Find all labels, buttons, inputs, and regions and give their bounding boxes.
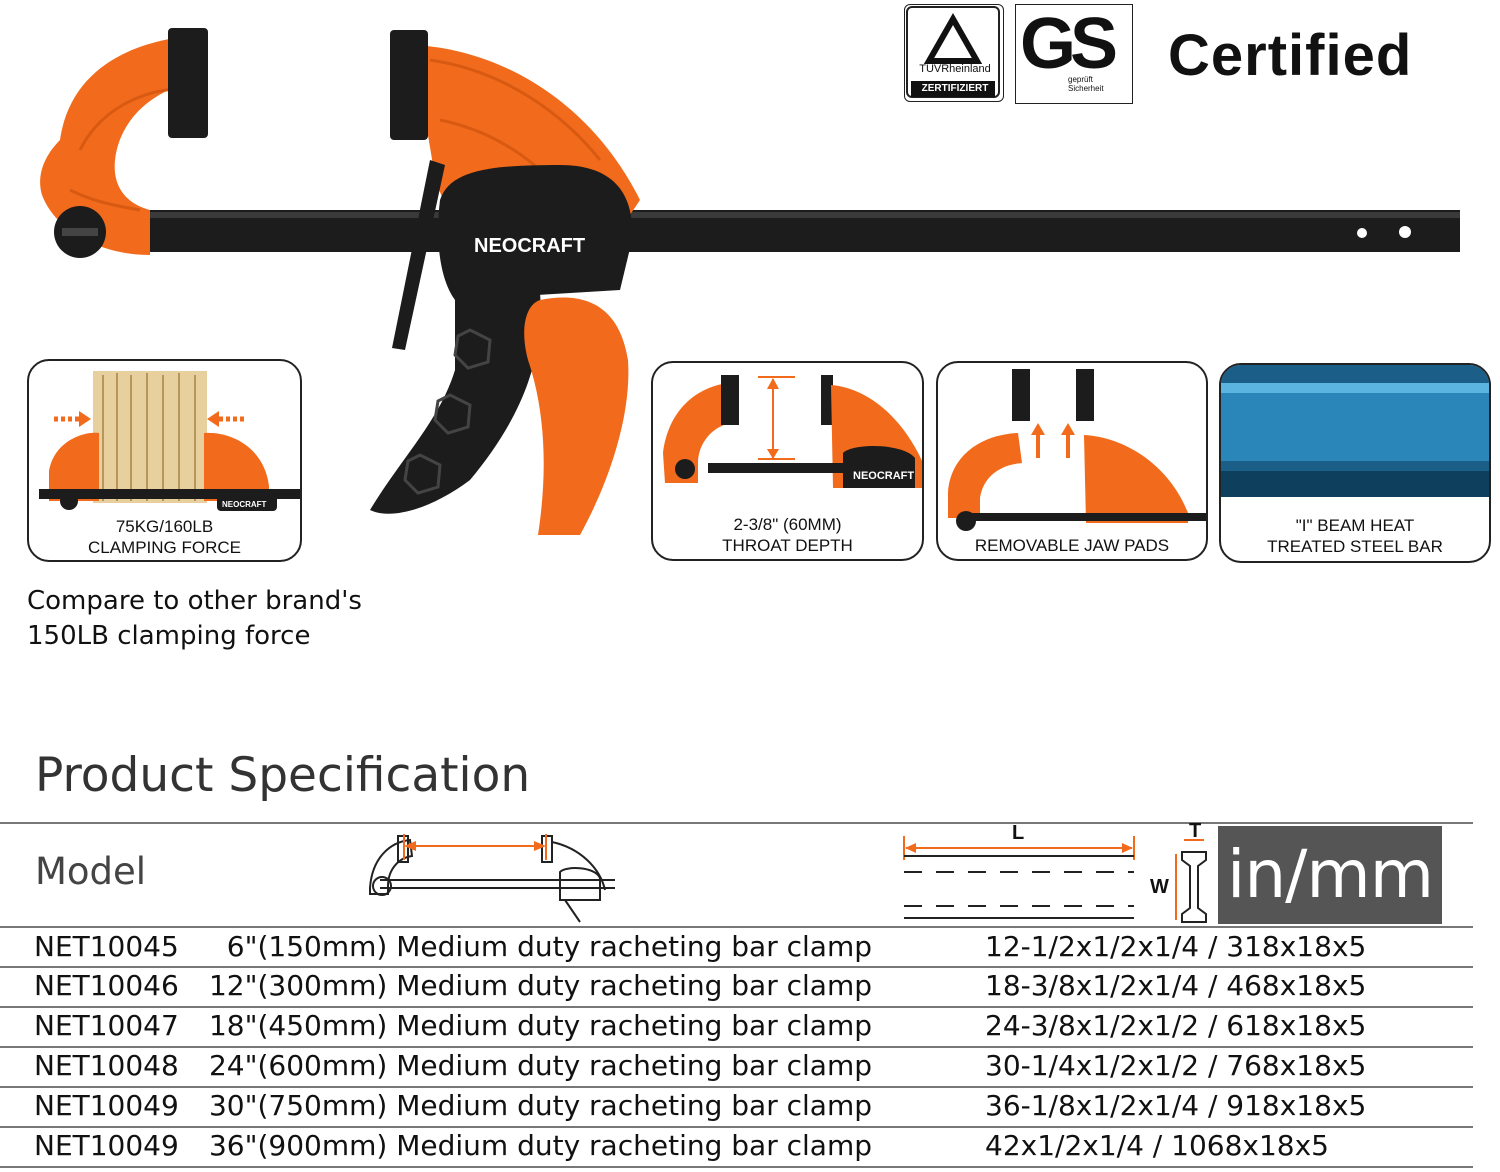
feature-card-throat-depth: NEOCRAFT 2-3/8" (60MM) THROAT DEPTH [651, 361, 924, 561]
svg-text:NEOCRAFT: NEOCRAFT [222, 500, 267, 509]
table-row: NET10045 6"(150mm) Medium duty racheting… [0, 928, 1500, 968]
throat-depth-image: NEOCRAFT [663, 375, 922, 488]
spec-title: Product Specification [35, 748, 531, 803]
tuv-bottom-text: ZERTIFIZIERT [921, 83, 989, 94]
width-label: W [1150, 876, 1169, 898]
divider [0, 1006, 1473, 1008]
description-cell: 18"(450mm) Medium duty racheting bar cla… [208, 1009, 872, 1042]
tuv-top-text: TÜVRheinland [919, 63, 991, 75]
dimension-cell: 12-1/2x1/2x1/4 / 318x18x5 [985, 930, 1367, 963]
dimension-cell: 30-1/4x1/2x1/2 / 768x18x5 [985, 1049, 1367, 1082]
length-diagram [903, 836, 1135, 919]
model-cell: NET10049 [34, 1129, 179, 1162]
model-cell: NET10046 [34, 969, 179, 1002]
units-badge: in/mm [1218, 826, 1442, 924]
fixed-jaw [40, 28, 208, 258]
thickness-label: T [1189, 820, 1202, 842]
divider [0, 1086, 1473, 1088]
fixed-jaw-pad [168, 28, 208, 138]
description-cell: 24"(600mm) Medium duty racheting bar cla… [208, 1049, 872, 1082]
table-row: NET10049 36"(900mm) Medium duty rachetin… [0, 1127, 1500, 1167]
dimension-cell: 36-1/8x1/2x1/4 / 918x18x5 [985, 1089, 1367, 1122]
table-row: NET10048 24"(600mm) Medium duty rachetin… [0, 1047, 1500, 1087]
release-lever [392, 160, 445, 350]
table-row: NET10047 18"(450mm) Medium duty rachetin… [0, 1007, 1500, 1047]
feature-caption: "I" BEAM HEAT TREATED STEEL BAR [1267, 516, 1443, 556]
model-cell: NET10045 [34, 930, 179, 963]
model-cell: NET10049 [34, 1089, 179, 1122]
dimension-cell: 24-3/8x1/2x1/2 / 618x18x5 [985, 1009, 1367, 1042]
description-cell: 6"(150mm) Medium duty racheting bar clam… [226, 930, 872, 963]
clamping-force-image: NEOCRAFT [39, 371, 300, 511]
movable-jaw-pad [390, 30, 428, 140]
feature-caption: 2-3/8" (60MM) THROAT DEPTH [722, 515, 853, 555]
divider [0, 1166, 1473, 1168]
length-label: L [1012, 822, 1025, 844]
svg-text:NEOCRAFT: NEOCRAFT [853, 470, 914, 482]
feature-caption: 75KG/160LB CLAMPING FORCE [87, 517, 242, 557]
handle-body [438, 165, 633, 300]
description-cell: 36"(900mm) Medium duty racheting bar cla… [208, 1129, 872, 1162]
brand-logo: NEOCRAFT [474, 235, 585, 257]
bar-clamp-illustration: NEOCRAFT [40, 28, 1460, 535]
dimension-cell: 42x1/2x1/4 / 1068x18x5 [985, 1129, 1329, 1162]
table-row: NET10046 12"(300mm) Medium duty rachetin… [0, 967, 1500, 1007]
gs-mark: GS [1020, 4, 1118, 84]
feature-caption: REMOVABLE JAW PADS [974, 536, 1170, 555]
steel-bar-image [1221, 365, 1489, 497]
model-header: Model [35, 850, 147, 893]
model-cell: NET10047 [34, 1009, 179, 1042]
compare-note: Compare to other brand's 150LB clamping … [27, 586, 362, 651]
dimension-cell: 18-3/8x1/2x1/4 / 468x18x5 [985, 969, 1367, 1002]
feature-card-removable-jaw-pads: REMOVABLE JAW PADS [936, 361, 1208, 561]
trigger [524, 297, 629, 535]
handle-grip [370, 292, 541, 514]
gs-subtext: geprüft Sicherheit [1068, 75, 1104, 93]
divider [0, 926, 1473, 928]
divider [0, 1126, 1473, 1128]
divider [0, 1046, 1473, 1048]
clamp-outline-diagram [369, 834, 615, 923]
description-cell: 12"(300mm) Medium duty racheting bar cla… [208, 969, 872, 1002]
feature-card-steel-bar: "I" BEAM HEAT TREATED STEEL BAR [1219, 363, 1491, 563]
i-beam-section-diagram [1175, 839, 1207, 923]
divider [0, 966, 1473, 968]
removable-jaw-pads-image [948, 369, 1206, 531]
model-cell: NET10048 [34, 1049, 179, 1082]
certified-label: Certified [1168, 23, 1413, 88]
table-row: NET10049 30"(750mm) Medium duty rachetin… [0, 1087, 1500, 1127]
divider [0, 822, 1473, 824]
description-cell: 30"(750mm) Medium duty racheting bar cla… [208, 1089, 872, 1122]
tuv-certification-badge: TÜVRheinland ZERTIFIZIERT [904, 4, 1004, 102]
gs-certification-badge: GS geprüft Sicherheit [1015, 4, 1133, 104]
feature-card-clamping-force: NEOCRAFT 75KG/160LB CLAMPING FORCE [27, 359, 302, 562]
